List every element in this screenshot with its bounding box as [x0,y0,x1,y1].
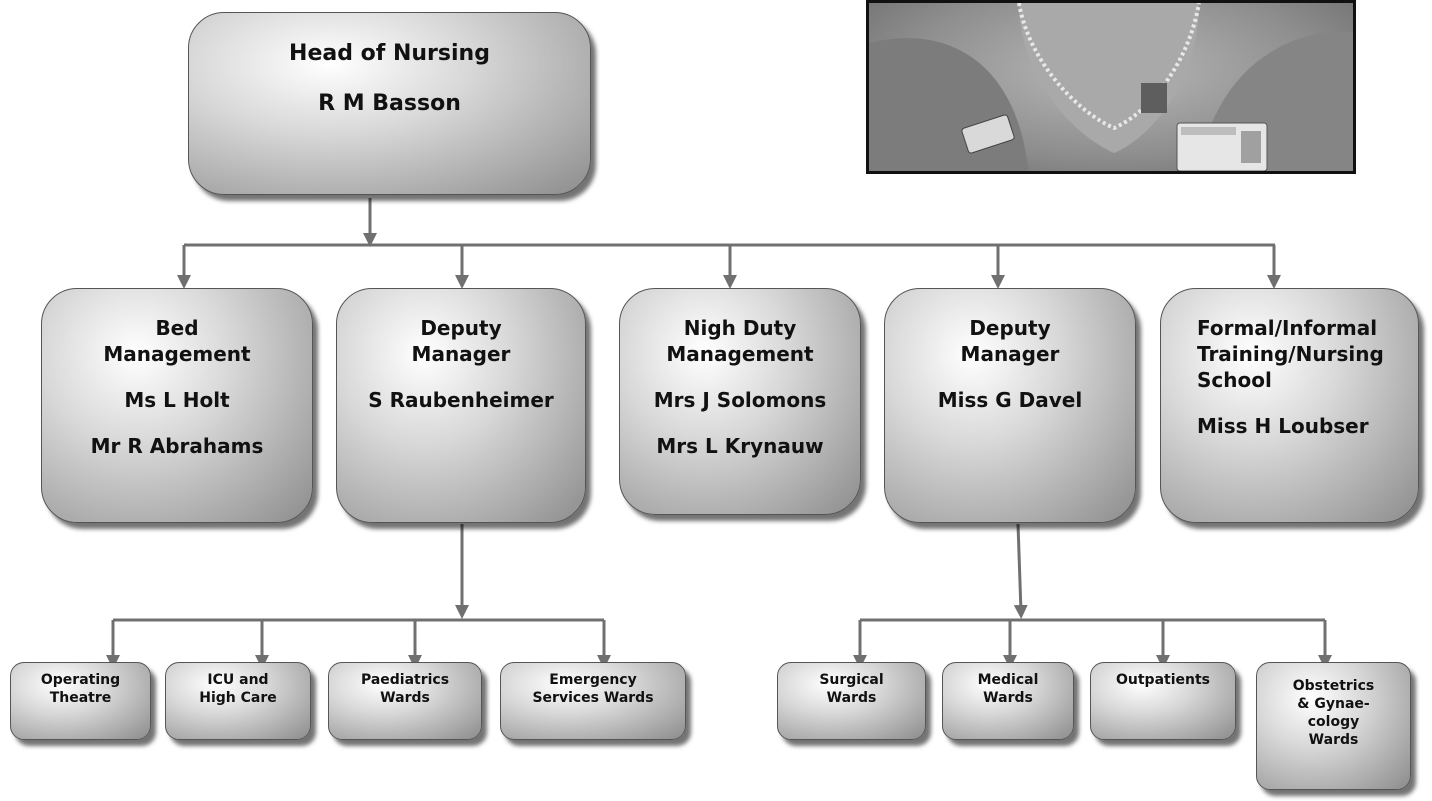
deputy-manager-right-box: Deputy Manager Miss G Davel [884,288,1136,523]
manager-title-line: Deputy [969,316,1051,340]
manager-name: Mrs J Solomons [653,388,827,412]
unit-label: Operating [40,672,121,688]
emergency-services-wards-box: Emergency Services Wards [500,662,686,740]
manager-title-line: Manager [411,342,511,366]
obstetrics-gynaecology-wards-box: Obstetrics & Gynae- cology Wards [1256,662,1411,790]
head-of-nursing-photo [866,0,1356,174]
manager-name: Mrs L Krynauw [656,434,824,458]
manager-name: Mr R Abrahams [90,434,264,458]
manager-title-line: Manager [960,342,1060,366]
unit-label: Medical [977,672,1039,688]
unit-label: Wards [826,690,877,706]
manager-title-line: Nigh Duty [683,316,797,340]
unit-label: Wards [983,690,1033,706]
training-nursing-school-box: Formal/Informal Training/Nursing School … [1160,288,1419,523]
manager-title-line: School [1197,368,1272,392]
unit-label: cology [1307,714,1360,730]
manager-title-line: Training/Nursing [1197,342,1384,366]
medical-wards-box: Medical Wards [942,662,1074,740]
unit-label: High Care [199,690,277,706]
unit-label: Obstetrics [1292,678,1375,694]
paediatrics-wards-box: Paediatrics Wards [328,662,482,740]
icu-high-care-box: ICU and High Care [165,662,311,740]
operating-theatre-box: Operating Theatre [10,662,151,740]
unit-label: Theatre [49,690,112,706]
manager-name: S Raubenheimer [368,388,554,412]
unit-label: Wards [380,690,430,706]
unit-label: Services Wards [532,690,654,706]
head-name: R M Basson [318,91,461,116]
head-of-nursing-box: Head of Nursing R M Basson [188,12,591,195]
unit-label: Outpatients [1115,672,1210,688]
manager-name: Miss G Davel [937,388,1083,412]
unit-label: Wards [1308,732,1359,748]
head-title: Head of Nursing [289,41,490,66]
manager-name: Miss H Loubser [1197,414,1369,438]
portrait-image [869,3,1353,171]
manager-title-line: Formal/Informal [1197,316,1378,340]
night-duty-management-box: Nigh Duty Management Mrs J Solomons Mrs … [619,288,861,515]
outpatients-box: Outpatients [1090,662,1236,740]
unit-label: Emergency [549,672,637,688]
unit-label: & Gynae- [1297,696,1370,712]
unit-label: ICU and [207,672,269,688]
unit-label: Paediatrics [360,672,450,688]
right-units-connector [1013,523,1028,619]
manager-name: Ms L Holt [124,388,230,412]
manager-title-line: Bed [155,316,199,340]
manager-title-line: Management [103,342,251,366]
manager-title-line: Management [666,342,814,366]
deputy-manager-left-box: Deputy Manager S Raubenheimer [336,288,586,523]
manager-title-line: Deputy [420,316,502,340]
unit-label: Surgical [819,672,884,688]
surgical-wards-box: Surgical Wards [777,662,926,740]
bed-management-box: Bed Management Ms L Holt Mr R Abrahams [41,288,313,523]
